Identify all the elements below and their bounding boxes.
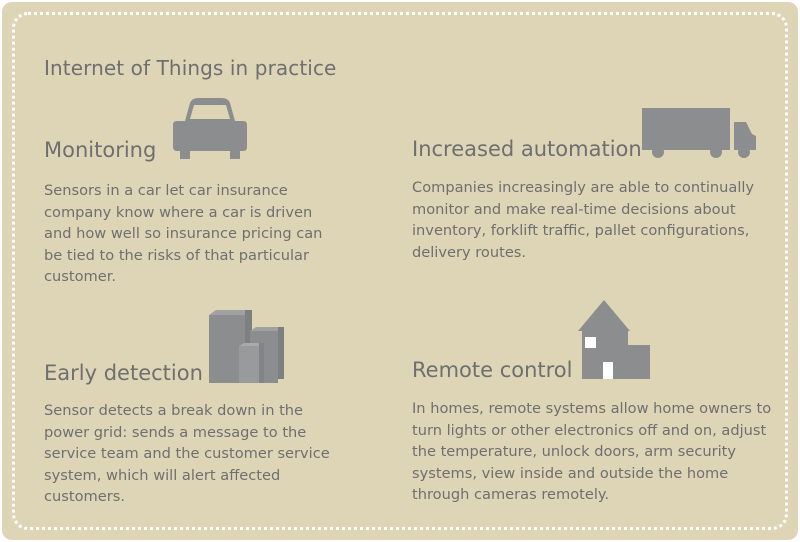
section-body-monitoring: Sensors in a car let car insurance compa… xyxy=(44,182,323,285)
section-heading-increased-automation: Increased automation xyxy=(412,137,642,161)
car-icon xyxy=(173,98,247,159)
truck-icon xyxy=(642,108,756,158)
section-heading-early-detection: Early detection xyxy=(44,361,203,385)
dotted-border xyxy=(12,12,788,530)
house-icon xyxy=(578,300,650,379)
section-body-increased-automation: Companies increasingly are able to conti… xyxy=(412,179,755,261)
section-body-early-detection: Sensor detects a break down in the power… xyxy=(44,402,330,505)
section-body-remote-control: In homes, remote systems allow home owne… xyxy=(412,400,772,503)
section-heading-remote-control: Remote control xyxy=(412,358,573,382)
section-heading-monitoring: Monitoring xyxy=(44,138,157,162)
buildings-icon xyxy=(209,310,284,383)
page-title: Internet of Things in practice xyxy=(44,56,337,80)
